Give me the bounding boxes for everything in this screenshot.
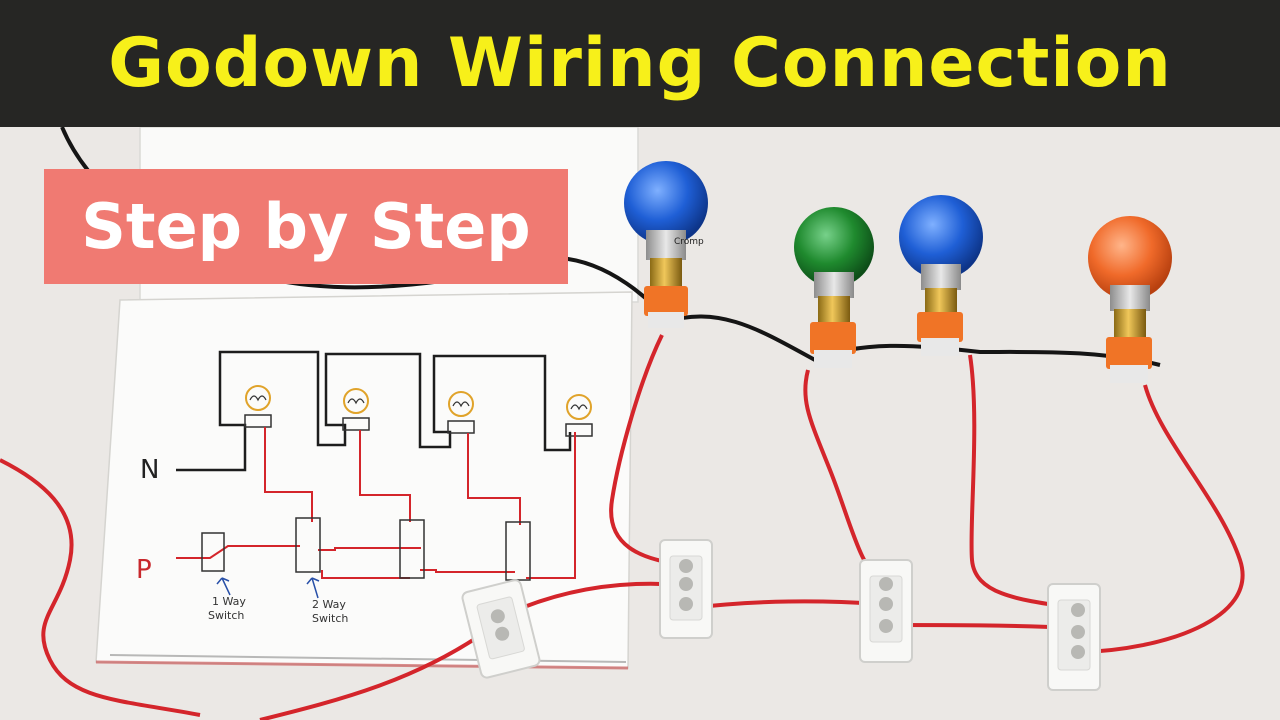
drawn-lamp-4 xyxy=(565,394,593,437)
red-wire-bottom xyxy=(259,623,497,720)
neutral-wire xyxy=(176,350,572,472)
switch-3 xyxy=(859,559,913,663)
lamp-feed-2 xyxy=(359,430,411,522)
one-way-label-1: 1 Way xyxy=(212,595,246,608)
bulb-orange xyxy=(1088,216,1172,383)
arrow-one-way xyxy=(216,577,231,596)
wiring-diagram: N P 1 Way Switch 2 Way Switch xyxy=(136,350,593,625)
drawn-switch-1 xyxy=(201,532,225,572)
notebook-page xyxy=(95,291,633,669)
black-neutral-cable xyxy=(664,314,1161,367)
drawn-lamp-3 xyxy=(447,391,475,434)
phase-label: P xyxy=(136,555,152,585)
title-text: Godown Wiring Connection xyxy=(108,24,1172,103)
drawn-switch-2 xyxy=(295,517,321,573)
red-wire-left xyxy=(0,458,201,717)
drawn-lamp-1 xyxy=(244,385,272,428)
two-way-label-1: 2 Way xyxy=(312,598,346,611)
lamp-feed-1 xyxy=(264,427,313,522)
lamp-feed-3 xyxy=(467,433,521,525)
one-way-label-2: Switch xyxy=(208,609,244,622)
drawn-switch-3 xyxy=(399,519,425,579)
switch-4 xyxy=(1047,583,1101,691)
badge-text: Step by Step xyxy=(81,190,531,263)
bulb-blue-2 xyxy=(899,195,983,356)
switch-2 xyxy=(659,539,713,639)
drawn-lamp-2 xyxy=(342,388,370,431)
switch-1 xyxy=(461,579,541,679)
red-wire-sw4-lamp3 xyxy=(968,354,1076,610)
bulb-brand-label: Cromp xyxy=(674,237,704,247)
neutral-label: N xyxy=(140,455,159,485)
title-bar: Godown Wiring Connection xyxy=(0,0,1280,127)
red-wire-sw2-sw3 xyxy=(689,599,881,610)
phase-wire-drawn xyxy=(176,432,576,579)
bulb-blue-1: Cromp xyxy=(624,161,708,328)
notebook-edge xyxy=(95,660,629,670)
two-way-label-2: Switch xyxy=(312,612,348,625)
red-wire-sw4-lamp4 xyxy=(1081,384,1245,654)
arrow-two-way xyxy=(306,577,320,599)
bulb-green xyxy=(794,207,874,368)
red-wire-sw2-lamp1 xyxy=(609,334,687,567)
step-by-step-badge: Step by Step xyxy=(44,169,568,284)
